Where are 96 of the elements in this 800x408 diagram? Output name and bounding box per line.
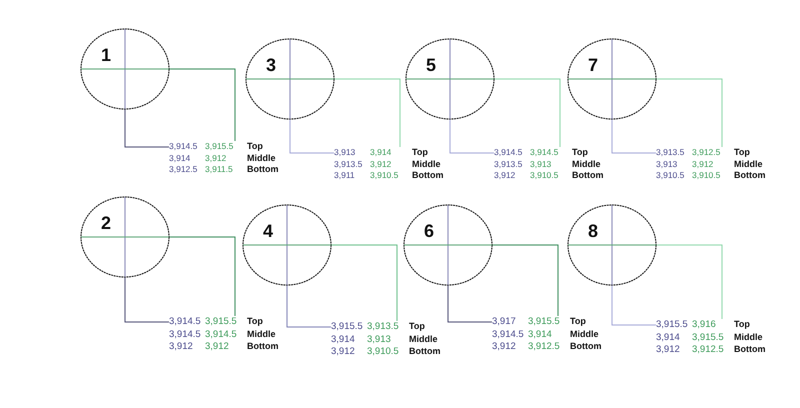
value-text: 3,915.5	[205, 316, 238, 328]
row-label: Top	[247, 141, 263, 152]
value-text: 3,910.5	[656, 170, 686, 182]
value-text: 3,914.5	[492, 328, 525, 341]
value-text: 3,914	[528, 328, 553, 341]
value-text: 3,917	[492, 316, 517, 328]
leader-line	[334, 78, 400, 148]
ellipse-number: 6	[424, 221, 434, 242]
row-label: Bottom	[247, 341, 278, 352]
value-text: 3,915.5	[528, 316, 561, 328]
ellipse-number: 1	[101, 45, 112, 66]
value-text: 3,912	[494, 170, 516, 182]
row-label: Middle	[247, 152, 276, 164]
leader-line	[656, 78, 722, 148]
ellipse-number: 5	[426, 55, 436, 76]
row-label: Top	[734, 147, 750, 158]
value-text: 3,912.5	[692, 344, 725, 356]
value-text: 3,913	[530, 158, 552, 170]
value-text: 3,911.5	[205, 164, 234, 176]
leader-line	[656, 244, 722, 320]
row-label: Bottom	[412, 170, 444, 182]
leader-line	[290, 118, 334, 154]
value-text: 3,912	[331, 346, 356, 358]
value-text: 3,916	[692, 319, 717, 332]
value-text: 3,912	[205, 152, 228, 164]
value-text: 3,912	[656, 344, 681, 356]
value-text: 3,910.5	[367, 346, 400, 358]
leader-line	[492, 244, 558, 316]
row-label: Bottom	[572, 170, 604, 182]
value-text: 3,910.5	[530, 170, 560, 182]
value-text: 3,914.5	[169, 141, 198, 152]
row-label: Middle	[734, 158, 762, 170]
value-text: 3,912	[370, 158, 392, 170]
value-text: 3,915.5	[656, 319, 689, 332]
row-label: Top	[247, 316, 263, 328]
ellipse-number: 4	[263, 221, 274, 242]
ellipse-number: 8	[588, 221, 598, 242]
value-text: 3,910.5	[692, 170, 722, 182]
value-text: 3,914	[169, 152, 192, 164]
row-label: Top	[572, 147, 588, 158]
value-text: 3,913	[656, 158, 678, 170]
row-label: Middle	[247, 328, 276, 340]
row-label: Top	[412, 147, 428, 158]
value-text: 3,915.5	[692, 332, 725, 344]
value-text: 3,914.5	[169, 316, 202, 328]
row-label: Bottom	[570, 341, 602, 352]
row-label: Top	[734, 319, 750, 330]
row-label: Middle	[734, 332, 762, 343]
row-label: Bottom	[247, 164, 278, 176]
ellipse-number: 2	[101, 213, 112, 234]
leader-line	[448, 284, 492, 322]
value-text: 3,915.5	[331, 321, 364, 334]
leader-line	[286, 284, 332, 328]
leader-line	[124, 276, 170, 322]
row-label: Bottom	[734, 170, 766, 182]
row-label: Top	[570, 316, 586, 328]
leader-line	[494, 78, 560, 148]
value-text: 3,913.5	[494, 158, 524, 170]
value-text: 3,914.5	[205, 328, 238, 341]
leader-line	[168, 68, 236, 142]
row-label: Bottom	[734, 344, 766, 356]
value-text: 3,912.5	[169, 164, 198, 176]
value-text: 3,913.5	[367, 321, 400, 334]
value-text: 3,914.5	[530, 147, 560, 158]
leader-line	[124, 108, 170, 148]
row-label: Middle	[412, 158, 440, 170]
value-text: 3,912	[492, 341, 517, 354]
value-text: 3,914	[370, 147, 392, 158]
value-text: 3,914.5	[169, 328, 202, 341]
value-text: 3,911	[334, 170, 356, 182]
value-text: 3,910.5	[370, 170, 400, 182]
value-text: 3,912.5	[528, 341, 561, 354]
row-label: Middle	[572, 158, 600, 170]
ellipse-number: 7	[588, 55, 598, 76]
ellipse-number: 3	[266, 55, 276, 76]
value-text: 3,913.5	[656, 147, 686, 158]
leader-line	[168, 236, 236, 316]
row-label: Middle	[409, 334, 438, 345]
leader-line	[612, 284, 656, 326]
row-label: Top	[409, 321, 425, 332]
value-text: 3,912	[169, 341, 194, 354]
value-text: 3,912.5	[692, 147, 722, 158]
value-text: 3,913	[334, 147, 356, 158]
value-text: 3,913	[367, 334, 392, 346]
leader-line	[612, 118, 656, 154]
value-text: 3,913.5	[334, 158, 364, 170]
value-text: 3,912	[692, 158, 714, 170]
value-text: 3,914	[331, 334, 356, 346]
leader-line	[450, 118, 494, 154]
leader-line	[330, 244, 398, 322]
row-label: Middle	[570, 328, 598, 340]
value-text: 3,914	[656, 332, 681, 344]
value-text: 3,912	[205, 341, 230, 354]
row-label: Bottom	[409, 346, 440, 358]
value-text: 3,915.5	[205, 141, 234, 152]
value-text: 3,914.5	[494, 147, 524, 158]
